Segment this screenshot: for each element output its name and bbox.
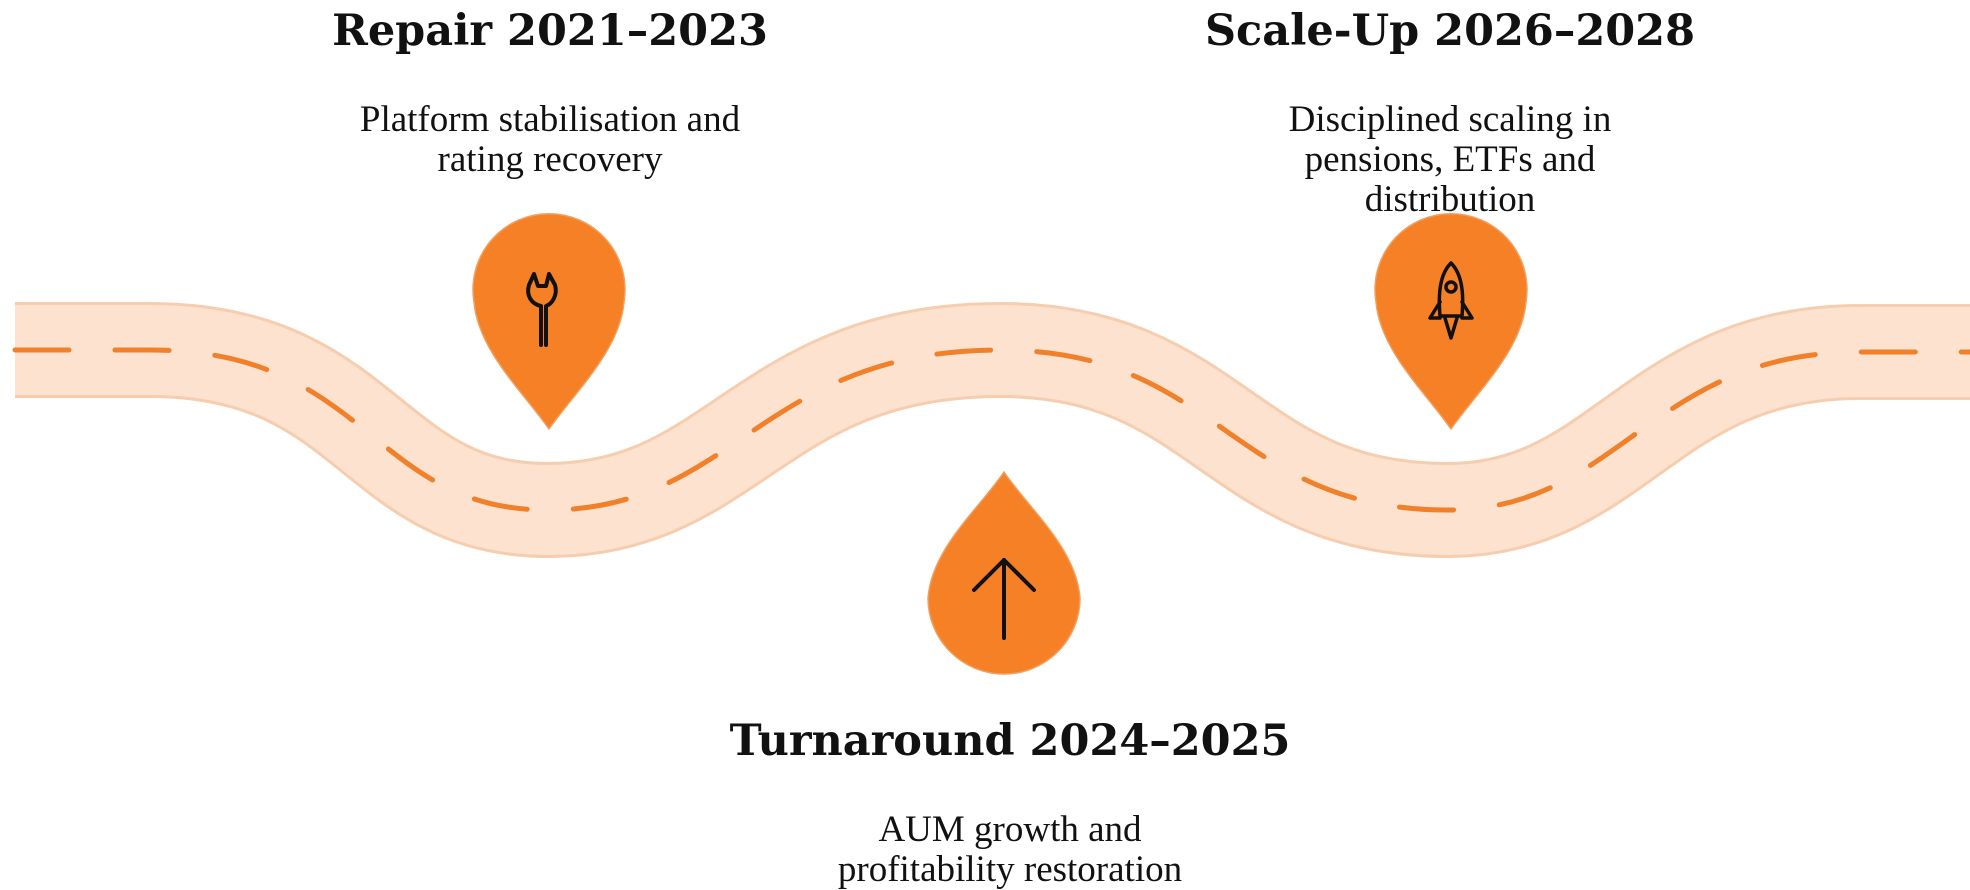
stage-turnaround: Turnaround 2024–2025 AUM growth and prof… xyxy=(690,716,1330,890)
arrow-up-icon xyxy=(972,558,1036,640)
pin-marker xyxy=(1374,213,1528,431)
stage-description: Disciplined scaling in pensions, ETFs an… xyxy=(1288,98,1612,220)
road-body xyxy=(15,305,1970,555)
wrench-icon xyxy=(526,272,558,347)
stage-title: Repair 2021–2023 xyxy=(332,6,768,56)
road-center-dashes xyxy=(12,347,1970,513)
road xyxy=(12,302,1970,558)
pin-scaleup xyxy=(1374,213,1528,431)
stage-description: AUM growth and profitability restoration xyxy=(837,808,1183,890)
stage-title: Scale-Up 2026–2028 xyxy=(1204,6,1696,56)
rocket-icon xyxy=(1428,261,1474,340)
stage-repair: Repair 2021–2023 Platform stabilisation … xyxy=(240,6,860,180)
pin-repair xyxy=(472,213,626,431)
stage-scaleup: Scale-Up 2026–2028 Disciplined scaling i… xyxy=(1140,6,1760,220)
stage-title: Turnaround 2024–2025 xyxy=(729,716,1291,766)
stage-description: Platform stabilisation and rating recove… xyxy=(359,98,741,180)
pin-turnaround xyxy=(927,470,1081,675)
pin-marker xyxy=(472,213,626,431)
